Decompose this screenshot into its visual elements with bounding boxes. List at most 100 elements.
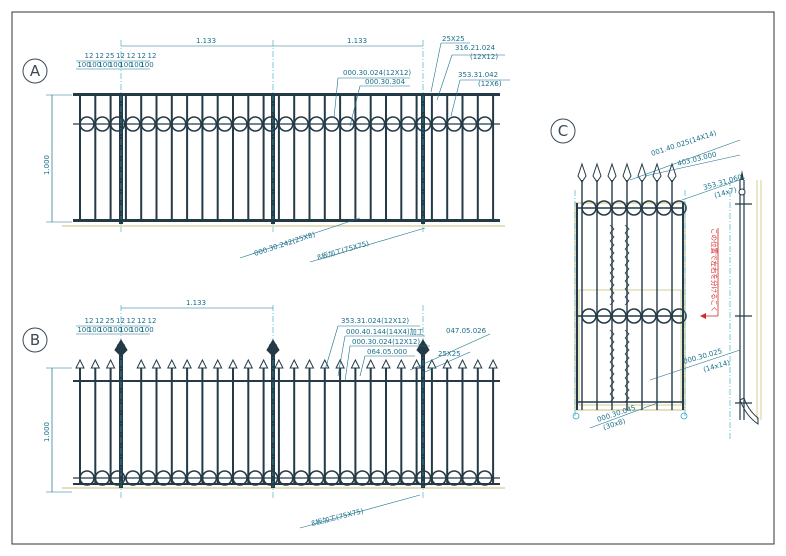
decor-ring [293, 470, 310, 486]
callout-code: 000.30.242(25X8) [253, 231, 316, 258]
picket [354, 95, 357, 222]
picket-tip [350, 358, 361, 369]
decor-ring [171, 116, 187, 132]
callout-code: 316.21.024 [455, 44, 496, 52]
twist-detail [609, 369, 615, 379]
top-rail [73, 93, 500, 96]
note-arrow-head [700, 313, 706, 319]
decor-ring [323, 116, 340, 132]
picket [354, 368, 357, 485]
spacing-bottom-label: 100 [109, 61, 122, 69]
leader-line [450, 79, 461, 117]
decor-ring [278, 470, 294, 486]
picket-tip [151, 358, 162, 369]
gate-ring [626, 200, 642, 216]
picket [339, 95, 342, 222]
sheet-border [11, 11, 775, 545]
gate-ring [626, 308, 642, 324]
hinge-marker [680, 412, 688, 420]
decor-ring [446, 116, 463, 132]
twist-detail [624, 361, 630, 371]
twist-detail [624, 256, 630, 266]
decor-ring [476, 470, 493, 486]
picket [461, 368, 464, 485]
picket [430, 368, 433, 485]
picket [94, 95, 97, 222]
picket [277, 368, 280, 485]
decor-ring [79, 116, 95, 132]
decor-ring [216, 116, 233, 132]
picket [262, 95, 265, 222]
spacing-top-label: 12 [85, 317, 94, 325]
decor-ring [354, 116, 371, 132]
picket-tip [427, 358, 437, 369]
picket [186, 368, 189, 485]
twist-detail [624, 240, 630, 250]
decor-ring [79, 470, 95, 486]
picket [170, 368, 173, 485]
decor-ring [201, 470, 218, 486]
picket-tip [411, 358, 422, 369]
spacing-bottom-label: 100 [98, 61, 111, 69]
gate-ring [671, 200, 687, 216]
picket [277, 95, 280, 222]
callout-code: 25X25 [442, 35, 465, 43]
picket-tip [105, 358, 116, 369]
leader-line [333, 77, 339, 119]
hinge-marker [572, 412, 580, 420]
picket [186, 95, 189, 222]
spacing-bottom-label: 100 [98, 326, 111, 334]
callout-code: 403.03.000 [677, 150, 718, 167]
view-badge-letter: B [30, 331, 40, 349]
picket [476, 95, 479, 222]
spacing-top-label: 25 [106, 317, 115, 325]
picket-tip [243, 358, 254, 369]
decor-ring [155, 116, 172, 132]
twist-detail [624, 393, 630, 403]
leader-line [409, 333, 491, 371]
picket [79, 368, 81, 485]
callout-code: 064.05.000 [367, 348, 407, 356]
picket-tip [365, 358, 376, 369]
callout-code: 000.40.144(14X4)加工 [346, 327, 424, 336]
side-foot [739, 397, 759, 425]
twist-detail [609, 361, 615, 371]
picket-tip [335, 358, 345, 369]
split-note: この位置で左右を分けるこく [710, 228, 719, 313]
picket [262, 368, 265, 485]
decor-ring [400, 470, 417, 486]
fence-post [421, 355, 425, 488]
gate-ring [641, 308, 657, 324]
picket [79, 95, 81, 222]
leader-line [309, 227, 426, 263]
decor-ring [400, 116, 417, 132]
bottom-rail [73, 483, 500, 485]
gate-view-c: Cこの位置で左右を分けるこく001.40.025(14X14)403.03.00… [550, 118, 762, 440]
decor-ring [186, 470, 202, 486]
picket [323, 368, 326, 485]
decor-ring [125, 470, 141, 486]
picket [400, 368, 403, 485]
decor-ring [232, 116, 248, 132]
picket-tip [274, 358, 284, 369]
leader-line [629, 139, 741, 181]
picket [415, 368, 418, 485]
gate-ring [611, 200, 627, 216]
picket [216, 368, 219, 485]
decor-ring [385, 116, 401, 132]
spacing-bottom-label: 100 [77, 61, 90, 69]
span-dim-text: 1.133 [196, 37, 216, 45]
twist-detail [609, 337, 615, 347]
callout-code: 25X25 [438, 350, 461, 358]
spacing-bottom-label: 100 [130, 61, 143, 69]
callout-code: 000.30.024(12X12) [343, 69, 411, 77]
decor-ring [140, 116, 156, 132]
picket [492, 368, 495, 485]
decor-ring [140, 470, 156, 486]
picket [201, 95, 204, 222]
gate-panel-outline [578, 289, 682, 406]
picket [476, 368, 479, 485]
picket [247, 368, 250, 485]
